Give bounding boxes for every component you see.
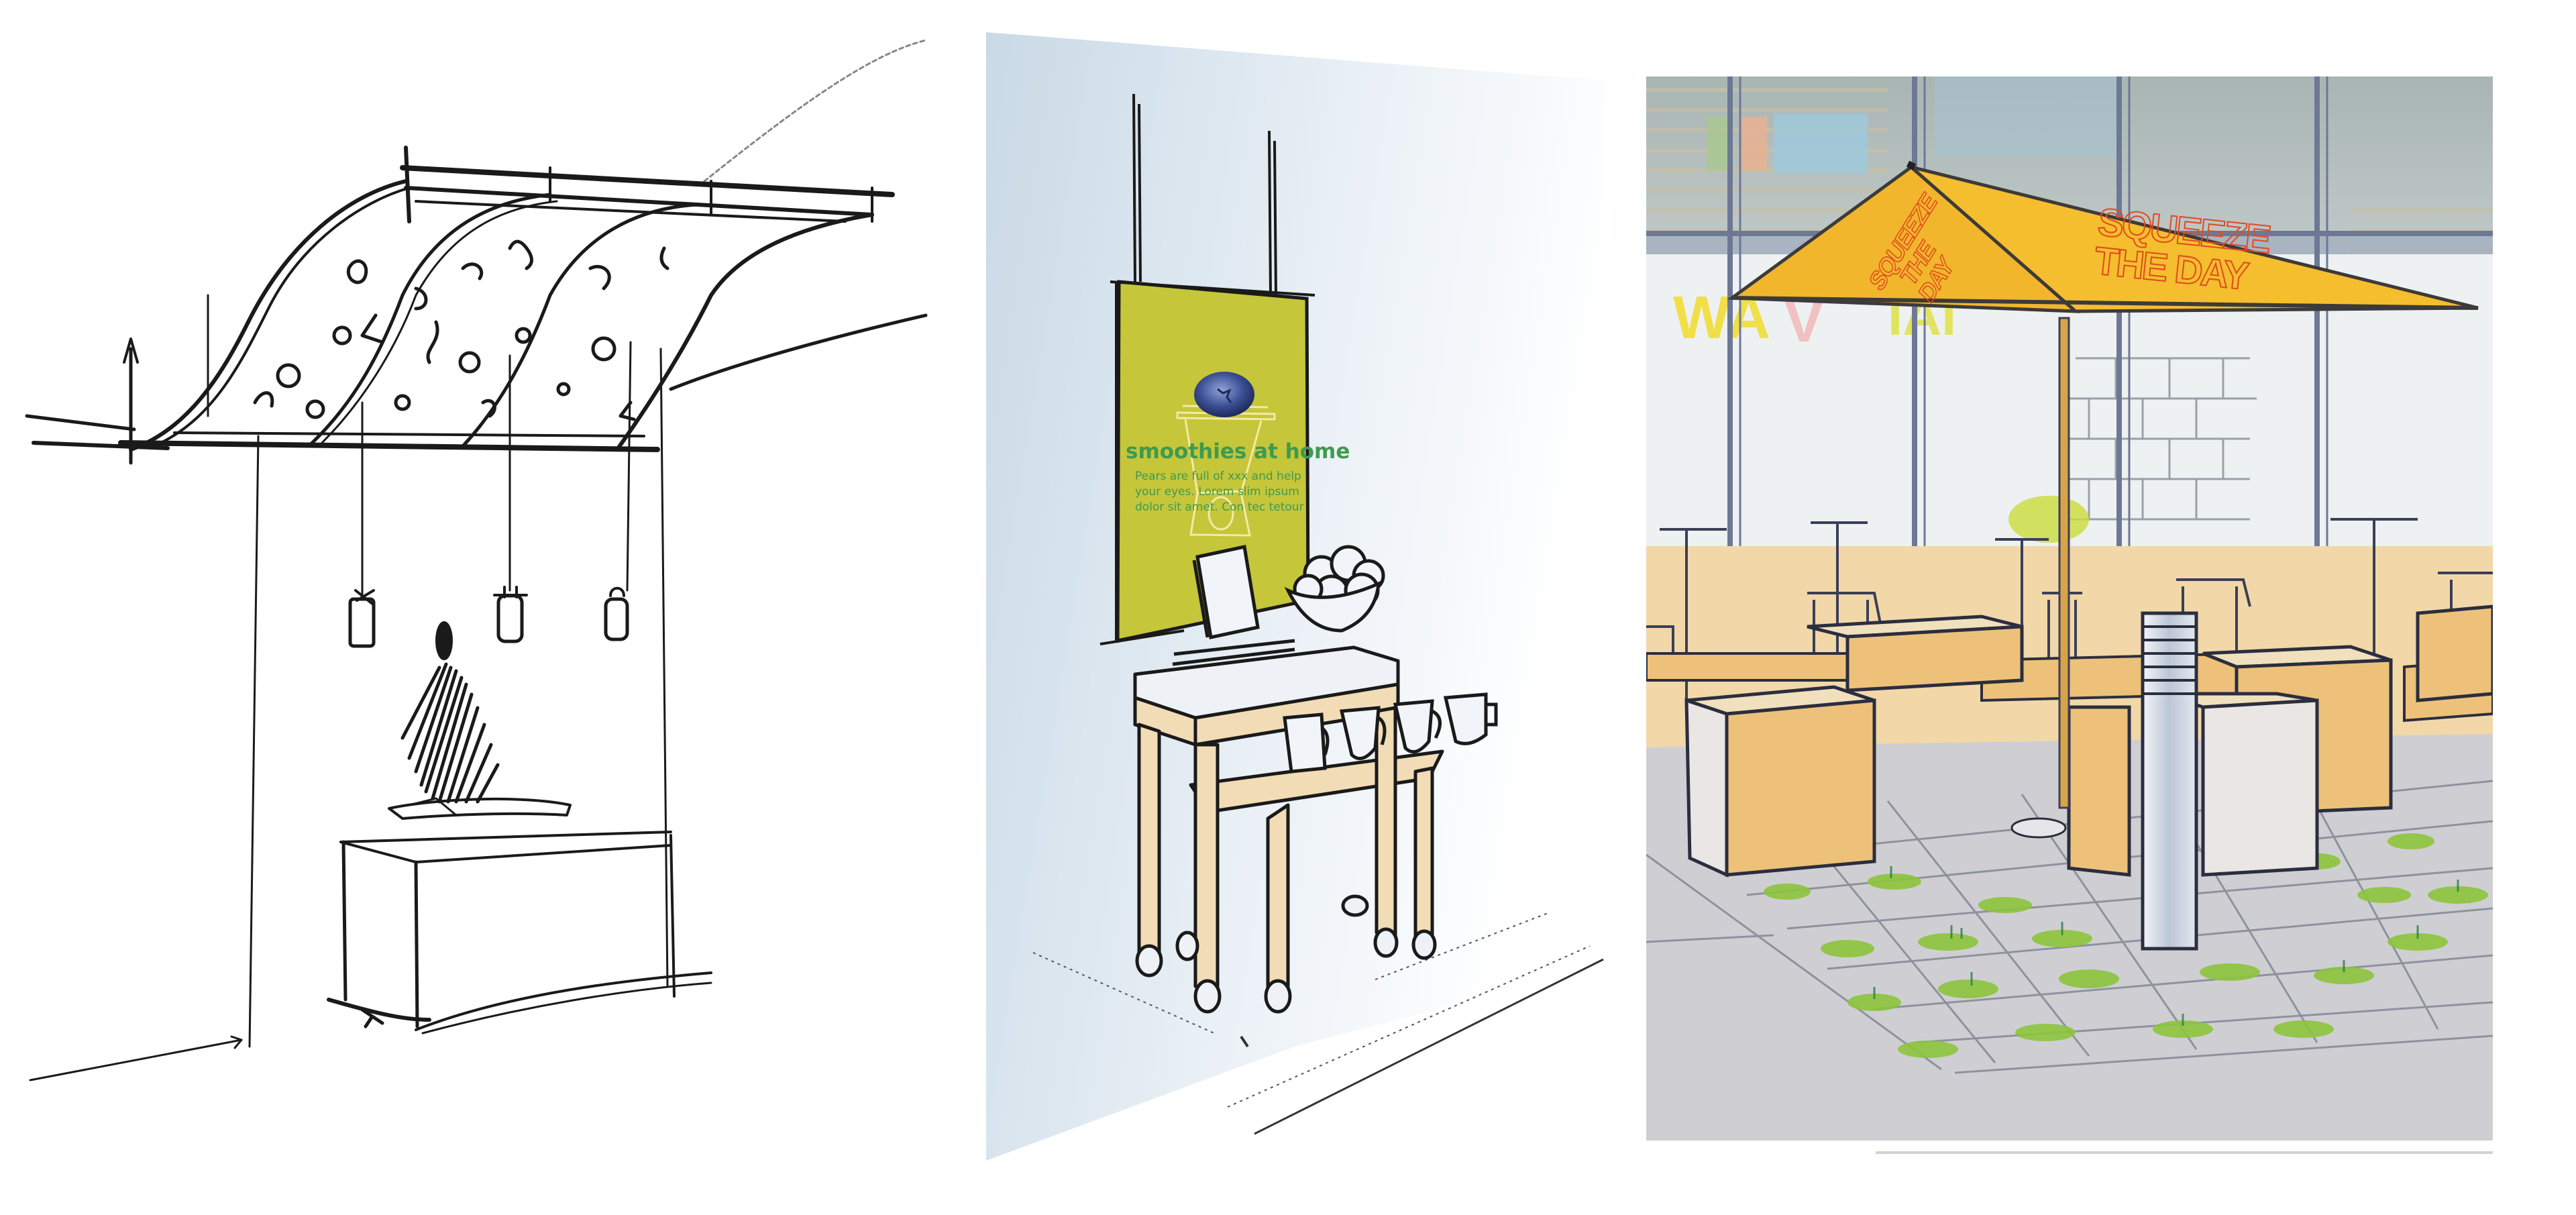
poster-body-line-3: dolor sit amet. Con tec tetour	[1135, 500, 1304, 514]
display-table-sketch-panel: smoothies at home Pears are full of xxx …	[959, 0, 1637, 1215]
smoothies-poster	[1099, 280, 1316, 645]
poster-body-line-2: your eyes. Lorem slim ipsum	[1135, 485, 1299, 498]
cafe-rendering-panel: WA V IAI	[1646, 76, 2493, 1141]
umbrella-text-front: SQUEEZE THE DAY	[2092, 199, 2272, 299]
poster-body-line-1: Pears are full of xxx and help	[1135, 470, 1301, 483]
poster-title: smoothies at home	[1126, 439, 1350, 464]
cafe-umbrella-illustration: WA V IAI	[1646, 76, 2493, 1141]
display-table-illustration: smoothies at home Pears are full of xxx …	[986, 32, 1604, 1161]
squeeze-umbrella	[1727, 160, 2479, 313]
canopy-sketch-panel	[0, 0, 953, 1215]
umbrella-slogan-front: SQUEEZE THE DAY	[2092, 199, 2272, 299]
canopy-sketch-illustration	[25, 39, 928, 1081]
right-panel-bottom-edge	[1876, 1141, 2493, 1154]
